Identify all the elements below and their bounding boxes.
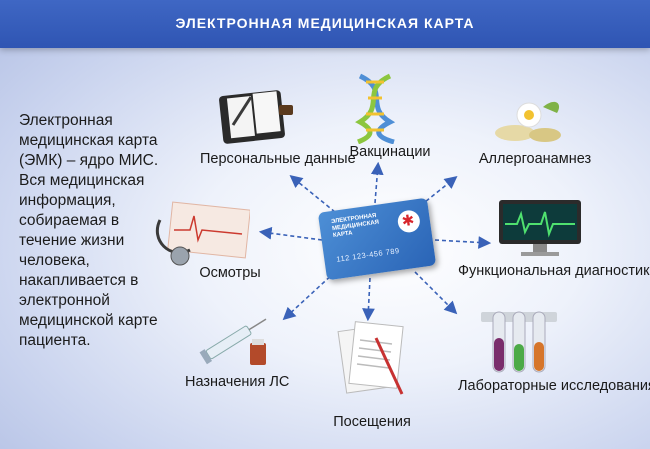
arrow-lab [414,271,458,315]
arrow-vaccination [370,161,384,204]
node-visits-label: Посещения [333,414,411,430]
node-allergy-label: Аллергоанамнез [478,151,592,167]
card-number: 112 123-456 789 [335,246,401,264]
intro-text: Электронная медицинская карта (ЭМК) – яд… [19,112,159,349]
arrow-prescriptions [282,271,336,321]
node-prescriptions-label: Назначения ЛС [185,374,290,390]
node-vaccination-label: Вакцинации [349,144,431,160]
arrow-exams [258,226,323,241]
header-bar: ЭЛЕКТРОННАЯ МЕДИЦИНСКАЯ КАРТА [0,0,650,48]
node-exams-label: Осмотры [199,265,261,281]
card-title: ЭЛЕКТРОННАЯ МЕДИЦИНСКАЯ КАРТА [330,212,380,240]
arrow-functional [434,236,492,249]
medical-emblem-icon [396,208,422,234]
stethoscope-ecg-icon [155,201,250,266]
node-personal-label: Персональные данные [200,151,356,167]
syringe-icon [199,318,267,365]
documents-icon [337,321,404,395]
monitor-ecg-icon [499,200,581,256]
node-lab-label: Лабораторные исследования [458,378,650,394]
chamomile-pills-icon [495,101,561,142]
arrow-personal [289,174,336,213]
node-functional-label: Функциональная диагностика [458,263,650,279]
page-title: ЭЛЕКТРОННАЯ МЕДИЦИНСКАЯ КАРТА [175,15,475,31]
dna-icon [355,73,396,144]
arrow-visits [362,277,375,322]
test-tubes-icon [481,311,557,373]
organizer-icon [219,90,293,144]
